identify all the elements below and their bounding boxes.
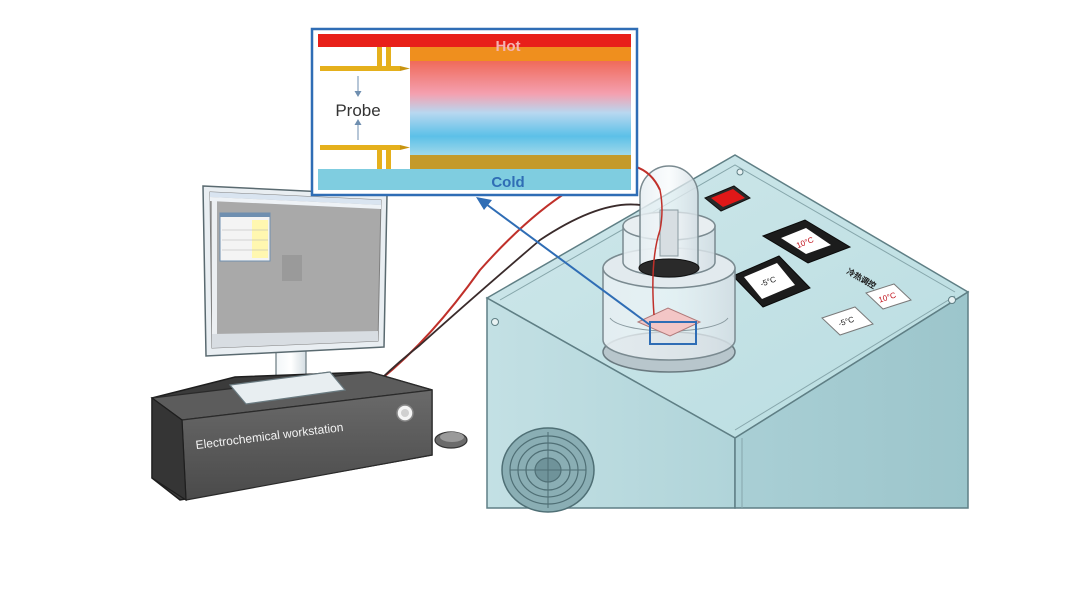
upper-probe	[320, 47, 410, 71]
screw-icon	[948, 296, 956, 304]
power-switch[interactable]	[704, 185, 751, 212]
cold-label: Cold	[491, 174, 524, 191]
cabinet-side-face	[734, 290, 969, 509]
fan-vent-icon	[501, 427, 595, 513]
arrow-up-icon	[354, 119, 362, 140]
computer-monitor	[202, 185, 388, 405]
lower-probe	[320, 145, 410, 169]
mouse-icon	[434, 431, 468, 449]
probe-temperature-gradient-inset: Hot Cold Probe	[310, 27, 639, 197]
screw-icon	[491, 318, 499, 326]
hot-label: Hot	[496, 38, 521, 55]
temperature-controller-cabinet: 10°C -5°C 冷热调控 10°C -5°C	[485, 154, 970, 513]
temperature-gradient-field	[410, 61, 631, 155]
tag-hot: 10°C	[865, 283, 912, 310]
hot-plate	[318, 34, 631, 47]
arrow-down-icon	[354, 76, 362, 97]
sample-highlight-box	[649, 321, 697, 345]
cold-plate	[318, 169, 631, 190]
probe-label: Probe	[335, 101, 380, 120]
dark-cable	[377, 203, 641, 383]
temperature-display-hot: 10°C	[761, 219, 852, 264]
callout-arrow-icon	[476, 197, 651, 326]
tag-cold: -5°C	[821, 306, 874, 336]
temperature-display-cold: -5°C	[732, 255, 811, 308]
screw-icon	[736, 168, 744, 176]
electrochemical-cell	[602, 165, 736, 373]
red-cable	[379, 163, 661, 381]
